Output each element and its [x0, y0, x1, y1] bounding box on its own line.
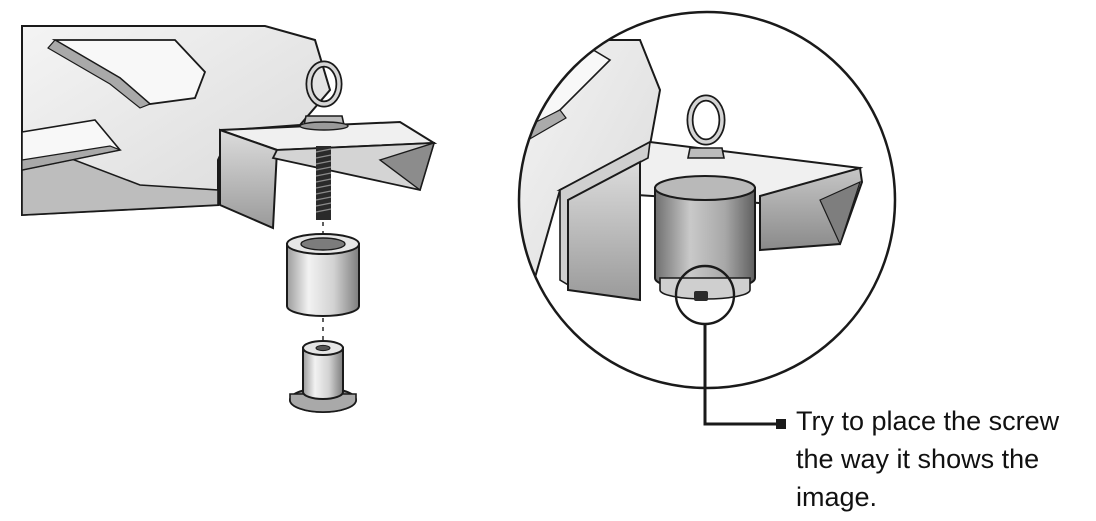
callout-line-2: the way it shows the — [796, 444, 1040, 474]
mounting-bracket — [219, 120, 438, 230]
callout-line-3: image. — [796, 482, 878, 512]
foot-cap — [289, 340, 357, 413]
screw — [315, 146, 332, 220]
callout-leader — [703, 324, 786, 429]
eye-bolt — [299, 60, 349, 131]
callout-bullet — [776, 419, 786, 429]
frame-arm — [21, 25, 332, 217]
spacer-sleeve — [286, 233, 360, 317]
callout-line-1: Try to place the screw — [796, 406, 1060, 436]
callout-text: Try to place the screw the way it shows … — [796, 402, 1092, 516]
detail-magnifier — [517, 10, 897, 390]
exploded-view — [21, 25, 438, 413]
